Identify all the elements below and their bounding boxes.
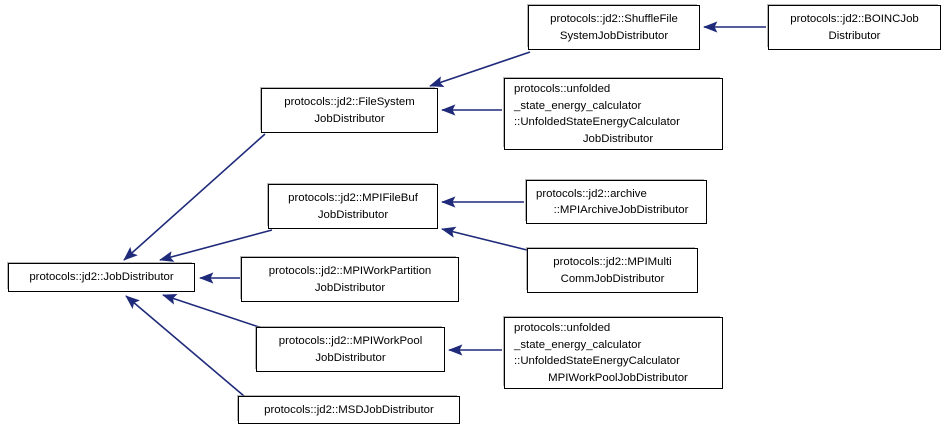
class-node-line: protocols::jd2::ShuffleFile <box>550 13 678 25</box>
class-node-line: CommJobDistributor <box>560 272 665 285</box>
class-node-line: JobDistributor <box>314 112 385 125</box>
class-node-line: protocols::jd2::JobDistributor <box>29 271 174 284</box>
class-node-label: protocols::unfolded_state_energy_calcula… <box>505 81 731 147</box>
class-node-line: MPIWorkPoolJobDistributor <box>548 371 688 384</box>
inheritance-edge-msdjob-to-jobdistributor <box>125 295 245 397</box>
class-node-jobdistributor[interactable]: protocols::jd2::JobDistributor <box>8 263 195 292</box>
class-node-label: protocols::jd2::archive::MPIArchiveJobDi… <box>527 186 715 219</box>
class-node-msdjob[interactable]: protocols::jd2::MSDJobDistributor <box>238 396 460 424</box>
class-node-line: protocols::unfolded <box>514 322 611 334</box>
class-node-line: JobDistributor <box>314 281 386 294</box>
class-node-line: protocols::jd2::FileSystem <box>284 96 415 108</box>
class-node-line: SystemJobDistributor <box>559 29 669 42</box>
class-node-line: JobDistributor <box>582 132 654 145</box>
class-node-line: JobDistributor <box>315 351 386 364</box>
class-node-line: protocols::jd2::archive <box>536 187 647 200</box>
class-node-line: Distributor <box>828 29 881 42</box>
class-node-line: ::UnfoldedStateEnergyCalculator <box>514 116 680 128</box>
inheritance-edge-mpimulticomm-to-mpifilebuf <box>441 226 528 251</box>
class-node-line: protocols::jd2::BOINCJob <box>790 13 919 25</box>
inheritance-edge-filesystem-to-jobdistributor <box>123 133 266 261</box>
class-node-label: protocols::jd2::MSDJobDistributor <box>239 402 459 419</box>
class-node-line: protocols::jd2::MPIWorkPartition <box>268 265 432 277</box>
class-node-label: protocols::unfolded_state_energy_calcula… <box>505 320 731 386</box>
class-node-line: protocols::unfolded <box>514 83 611 95</box>
class-node-line: protocols::jd2::MPIFileBuf <box>288 192 418 204</box>
class-node-line: protocols::jd2::MPIWorkPool <box>278 335 423 347</box>
class-node-line: JobDistributor <box>317 208 389 221</box>
inheritance-edge-mpifilebuf-to-jobdistributor <box>159 229 273 262</box>
class-node-unfolded_jd[interactable]: protocols::unfolded_state_energy_calcula… <box>504 78 723 150</box>
class-node-mpiarchive[interactable]: protocols::jd2::archive::MPIArchiveJobDi… <box>526 180 707 224</box>
class-node-line: _state_energy_calculator <box>514 338 642 351</box>
class-node-unfolded_mpiworkpool[interactable]: protocols::unfolded_state_energy_calcula… <box>504 317 723 389</box>
class-node-line: ::UnfoldedStateEnergyCalculator <box>514 355 680 367</box>
class-node-line: _state_energy_calculator <box>514 99 642 112</box>
class-node-line: ::MPIArchiveJobDistributor <box>553 204 689 216</box>
class-node-line: protocols::jd2::MPIMulti <box>553 256 672 268</box>
class-node-line: protocols::jd2::MSDJobDistributor <box>264 403 434 416</box>
class-node-label: protocols::jd2::JobDistributor <box>9 269 194 286</box>
